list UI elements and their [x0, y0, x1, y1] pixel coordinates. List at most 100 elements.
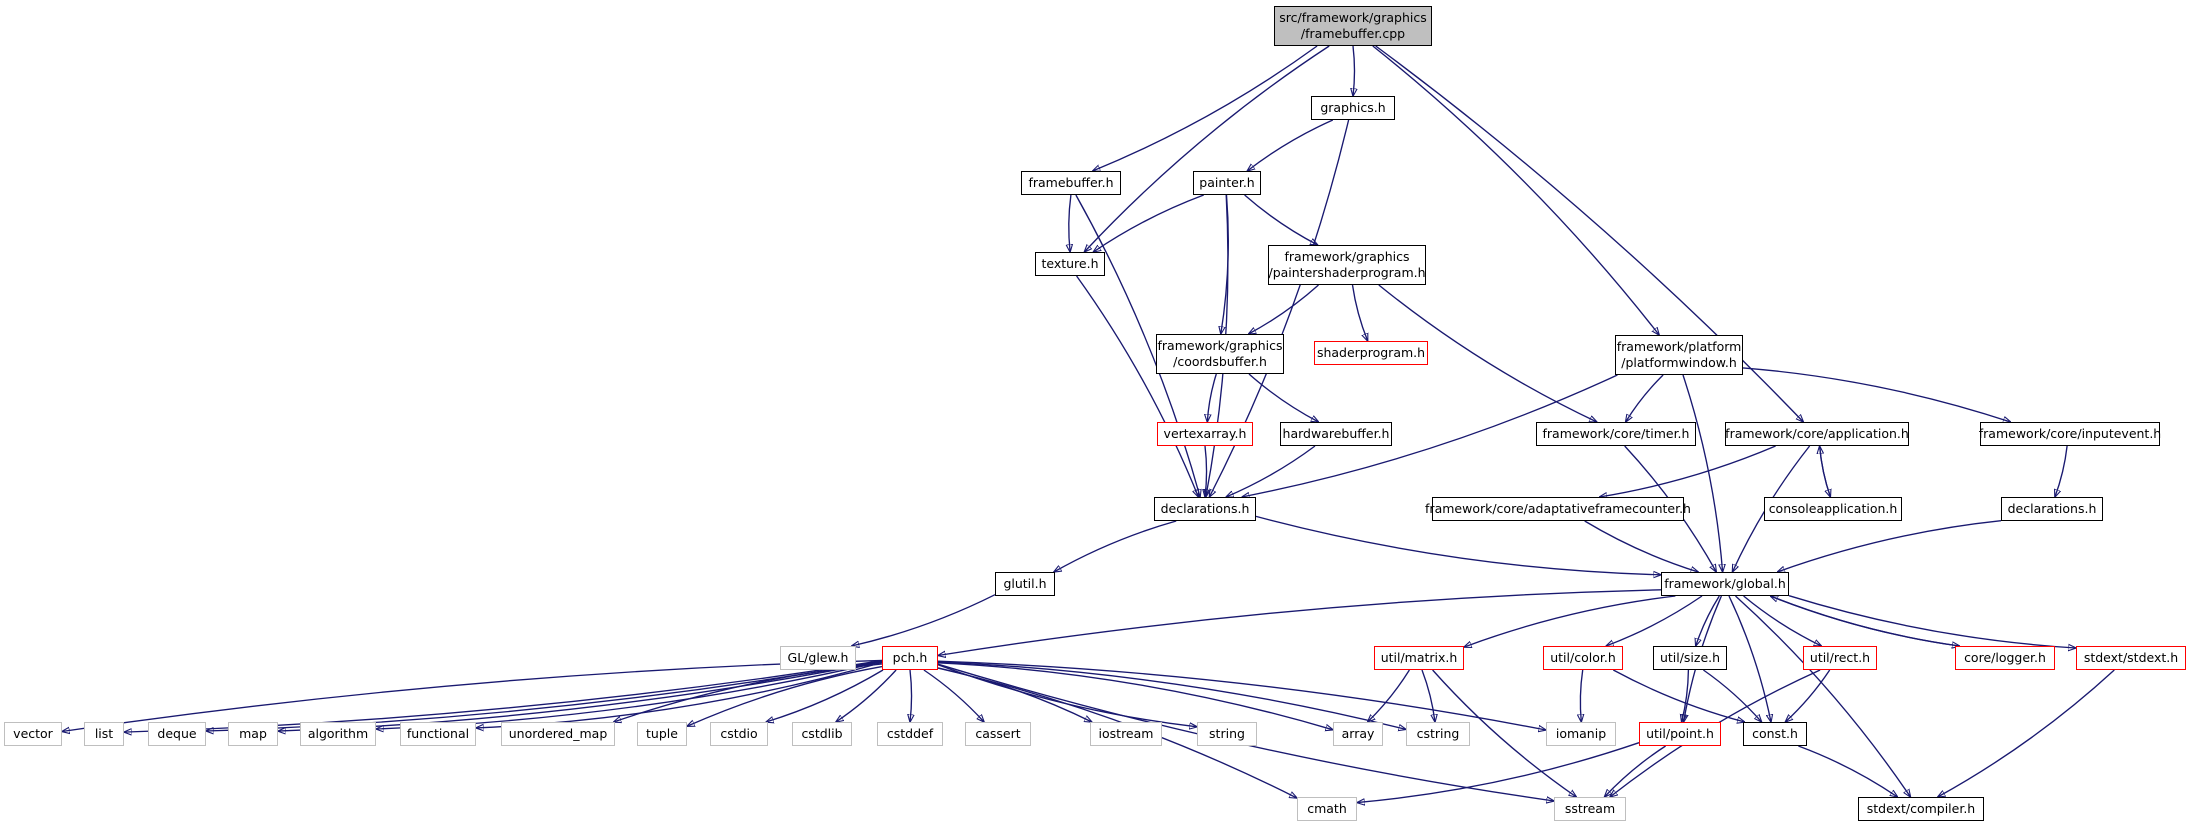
- node-algorithm: algorithm: [300, 722, 376, 746]
- edge-platformwindow_h-to-global_h: [1682, 374, 1723, 572]
- node-shaderprogram-h[interactable]: shaderprogram.h: [1314, 341, 1428, 365]
- edge-glutil_h-to-glew_h: [852, 594, 996, 646]
- node-tuple: tuple: [637, 722, 687, 746]
- edge-global_h-to-pch_h: [938, 589, 1662, 656]
- node-consoleapplication-h[interactable]: consoleapplication.h: [1764, 497, 1902, 521]
- edge-pch_h-to-cstring: [937, 661, 1406, 729]
- edge-stdext_h-to-compiler_h: [1938, 669, 2115, 797]
- node-point-h[interactable]: util/point.h: [1639, 722, 1721, 746]
- edge-global_h-to-logger_h: [1770, 595, 1959, 646]
- edge-color_h-to-const_h: [1612, 669, 1744, 722]
- node-glew-h: GL/glew.h: [780, 646, 856, 670]
- edge-graphics_h-to-declarations_h: [1209, 119, 1350, 497]
- edge-coordsbuffer_h-to-vertexarray_h: [1207, 373, 1217, 422]
- edge-size_h-to-point_h: [1682, 669, 1690, 722]
- node-vertexarray-h[interactable]: vertexarray.h: [1157, 422, 1253, 446]
- node-cstdio: cstdio: [710, 722, 768, 746]
- edge-matrix_h-to-sstream: [1432, 669, 1577, 797]
- node-glutil-h[interactable]: glutil.h: [995, 572, 1055, 596]
- edge-painter_h-to-texture_h: [1093, 194, 1204, 252]
- node-map: map: [228, 722, 278, 746]
- edge-global_h-to-size_h: [1696, 595, 1720, 646]
- node-iomanip: iomanip: [1546, 722, 1616, 746]
- node-adaptativeframecounter-h[interactable]: framework/core/adaptativeframecounter.h: [1425, 497, 1691, 521]
- edge-adaptativeframecounter_h-to-global_h: [1584, 520, 1699, 572]
- edge-application_h-to-consoleapplication_h: [1818, 445, 1831, 497]
- edge-pch_h-to-iostream: [937, 667, 1092, 722]
- node-compiler-h[interactable]: stdext/compiler.h: [1858, 797, 1984, 821]
- edge-application_h-to-adaptativeframecounter_h: [1599, 445, 1776, 497]
- edge-matrix_h-to-array: [1368, 669, 1410, 722]
- edge-vertexarray_h-to-declarations_h: [1205, 445, 1207, 497]
- node-framebuffer-h[interactable]: framebuffer.h: [1021, 171, 1121, 195]
- edge-const_h-to-compiler_h: [1798, 745, 1897, 797]
- edge-declarations_h-to-glutil_h: [1054, 520, 1177, 572]
- edge-pch_h-to-array: [937, 662, 1333, 730]
- node-painter-h[interactable]: painter.h: [1193, 171, 1261, 195]
- node-platformwindow-h[interactable]: framework/platform /platformwindow.h: [1615, 335, 1743, 375]
- edge-color_h-to-iomanip: [1580, 669, 1582, 722]
- node-list: list: [84, 722, 124, 746]
- edge-texture_h-to-declarations_h: [1076, 275, 1199, 497]
- node-sstream: sstream: [1554, 797, 1626, 821]
- edge-point_h-to-cmath: [1357, 742, 1640, 803]
- edge-point_h-to-sstream: [1604, 745, 1666, 797]
- edge-coordsbuffer_h-to-hardwarebuffer_h: [1248, 373, 1319, 422]
- node-global-h[interactable]: framework/global.h: [1661, 572, 1789, 596]
- edge-pch_h-to-iomanip: [937, 660, 1546, 730]
- node-iostream: iostream: [1090, 722, 1162, 746]
- edge-global_h-to-matrix_h: [1464, 595, 1676, 647]
- edge-platformwindow_h-to-inputevent_h: [1742, 367, 2011, 422]
- edge-framebuffer_h-to-declarations_h: [1075, 194, 1200, 497]
- node-texture-h[interactable]: texture.h: [1035, 252, 1105, 276]
- edge-pch_h-to-cstddef: [910, 669, 912, 722]
- node-cstdlib: cstdlib: [792, 722, 852, 746]
- edge-declarations2_h-to-global_h: [1777, 520, 2002, 572]
- edge-graphics_h-to-painter_h: [1247, 119, 1334, 171]
- node-graphics-h[interactable]: graphics.h: [1311, 96, 1395, 120]
- node-pch-h[interactable]: pch.h: [882, 646, 938, 670]
- node-cstring: cstring: [1406, 722, 1470, 746]
- node-inputevent-declarations-h[interactable]: declarations.h: [2001, 497, 2103, 521]
- node-inputevent-h[interactable]: framework/core/inputevent.h: [1979, 422, 2161, 446]
- edge-root-to-framebuffer_h: [1093, 45, 1318, 171]
- edge-size_h-to-const_h: [1703, 669, 1761, 722]
- node-color-h[interactable]: util/color.h: [1543, 646, 1623, 670]
- node-coordsbuffer-h[interactable]: framework/graphics /coordsbuffer.h: [1156, 334, 1284, 374]
- node-declarations-h[interactable]: declarations.h: [1154, 497, 1256, 521]
- node-array: array: [1333, 722, 1383, 746]
- node-cmath: cmath: [1297, 797, 1357, 821]
- node-paintershaderprogram-h[interactable]: framework/graphics /paintershaderprogram…: [1268, 245, 1426, 285]
- node-rect-h[interactable]: util/rect.h: [1803, 646, 1877, 670]
- node-matrix-h[interactable]: util/matrix.h: [1374, 646, 1464, 670]
- edge-root-to-texture_h: [1084, 45, 1330, 252]
- edge-pch_h-to-cstdio: [766, 669, 884, 722]
- edge-root-to-graphics_h: [1353, 45, 1355, 96]
- edge-paintershaderprogram_h-to-timer_h: [1378, 284, 1597, 422]
- edge-platformwindow_h-to-timer_h: [1626, 374, 1664, 422]
- edge-framebuffer_h-to-texture_h: [1069, 194, 1071, 252]
- node-cstddef: cstddef: [877, 722, 943, 746]
- node-const-h[interactable]: const.h: [1743, 722, 1807, 746]
- node-functional: functional: [400, 722, 476, 746]
- edge-pch_h-to-deque: [206, 660, 883, 731]
- node-application-h[interactable]: framework/core/application.h: [1725, 422, 1909, 446]
- node-size-h[interactable]: util/size.h: [1653, 646, 1727, 670]
- edge-pch_h-to-cstdlib: [836, 669, 897, 722]
- node-hardwarebuffer-h[interactable]: hardwarebuffer.h: [1280, 422, 1392, 446]
- edge-root-to-application_h: [1375, 45, 1804, 422]
- node-timer-h[interactable]: framework/core/timer.h: [1536, 422, 1696, 446]
- edge-global_h-to-compiler_h: [1735, 595, 1911, 797]
- edge-global_h-to-rect_h: [1743, 595, 1822, 646]
- edge-rect_h-to-const_h: [1785, 669, 1831, 722]
- edge-consoleapplication_h-to-application_h: [1820, 446, 1832, 498]
- edge-logger_h-to-global_h: [1770, 596, 1960, 647]
- node-stdext-h[interactable]: stdext/stdext.h: [2076, 646, 2186, 670]
- edge-paintershaderprogram_h-to-shaderprogram_h: [1351, 284, 1368, 341]
- edge-root-to-platformwindow_h: [1372, 45, 1659, 335]
- node-root-framebuffer-cpp: src/framework/graphics /framebuffer.cpp: [1274, 6, 1432, 46]
- edge-matrix_h-to-cstring: [1421, 669, 1435, 722]
- node-logger-h[interactable]: core/logger.h: [1955, 646, 2055, 670]
- node-string: string: [1197, 722, 1257, 746]
